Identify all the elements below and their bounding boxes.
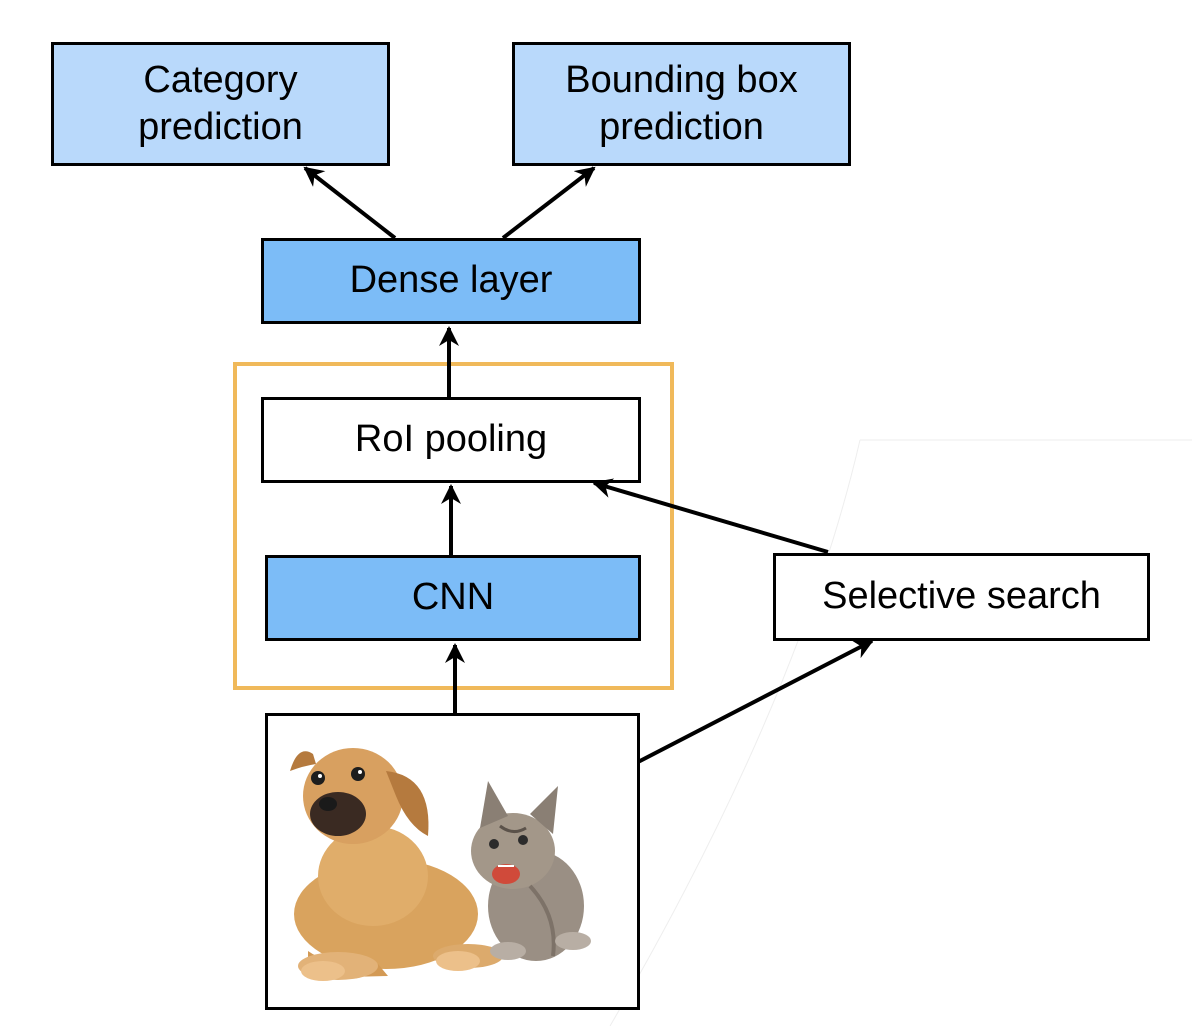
bounding-box-prediction-box: Bounding box prediction	[512, 42, 851, 166]
arrow-image-to-search	[637, 639, 874, 764]
cnn-label: CNN	[411, 576, 495, 619]
cnn-box: CNN	[265, 555, 641, 641]
selective-search-box: Selective search	[773, 553, 1150, 641]
dense-layer-box: Dense layer	[261, 238, 641, 324]
arrow-search-to-roi	[592, 478, 829, 554]
dog-and-cat-image	[290, 748, 591, 981]
cat-illustration	[471, 781, 591, 961]
input-image-box	[265, 713, 640, 1010]
roi-pooling-box: RoI pooling	[261, 397, 641, 483]
roi-pooling-label: RoI pooling	[354, 418, 548, 461]
selective-search-label: Selective search	[822, 575, 1101, 618]
bounding-box-prediction-label: Bounding box prediction	[565, 58, 798, 149]
arrow-dense-to-category	[303, 166, 397, 240]
dense-layer-label: Dense layer	[349, 259, 553, 302]
arrow-dense-to-bbox	[501, 166, 596, 240]
category-prediction-label: Category prediction	[138, 58, 303, 149]
dog-illustration	[290, 748, 503, 981]
category-prediction-box: Category prediction	[51, 42, 390, 166]
